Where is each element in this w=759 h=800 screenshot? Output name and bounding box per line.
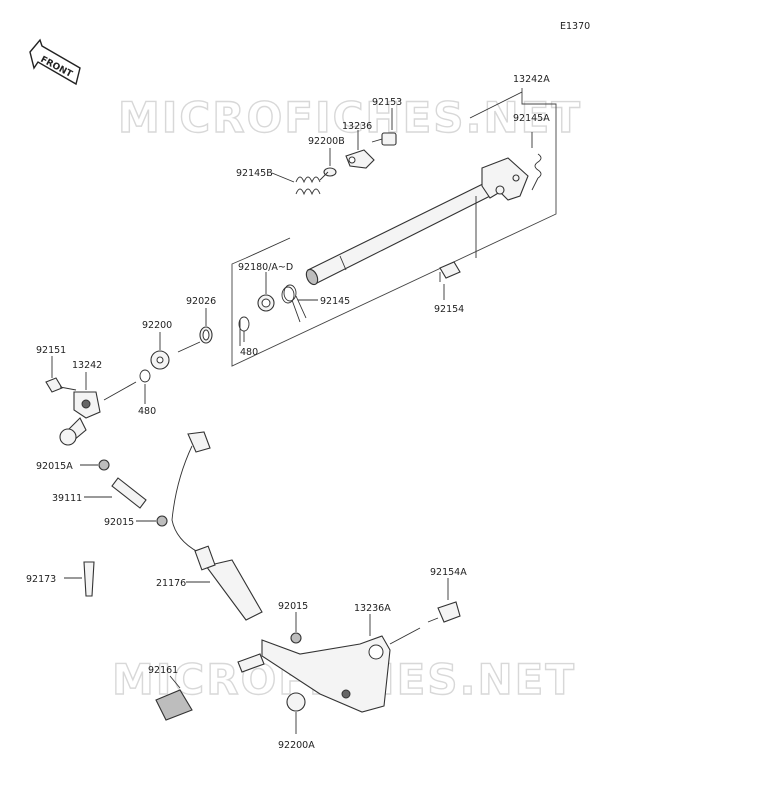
shift-pedal-13236A (261, 614, 391, 713)
bolt-92151 (45, 356, 77, 393)
rubber-peg-92161 (155, 653, 265, 721)
part-label: 92200B (308, 136, 345, 147)
part-label: 92153 (372, 97, 402, 108)
part-label: 39111 (52, 493, 82, 504)
part-label: 13242 (72, 360, 102, 371)
part-label: 92180/A~D (238, 262, 293, 273)
nut-92015-lower (290, 612, 302, 644)
part-label: 92154A (430, 567, 467, 578)
part-label: 13236A (354, 603, 391, 614)
watermark-top: MICROFICHES.NET (118, 93, 582, 142)
spring-92145A (531, 153, 542, 191)
part-label: 480 (138, 406, 156, 417)
seal-92026 (199, 308, 213, 344)
switch-21176 (171, 431, 263, 621)
part-label: 13242A (513, 74, 550, 85)
assembly-outline (231, 88, 557, 367)
circlip-480-lower (139, 369, 151, 404)
part-label: 92151 (36, 345, 66, 356)
part-label: 92015 (278, 601, 308, 612)
washer-92200 (150, 332, 201, 370)
shift-shaft-arm (481, 157, 529, 201)
part-label: 92200 (142, 320, 172, 331)
washer-92200A (286, 692, 306, 734)
nut-92015-upper (136, 515, 168, 527)
tie-rod-39111 (84, 477, 147, 509)
diagram-code: E1370 (560, 21, 590, 32)
part-label: 92200A (278, 740, 315, 751)
spring-92145 (281, 284, 318, 323)
spring-92145B (271, 171, 329, 196)
part-label: 92145B (236, 168, 273, 179)
part-label: 92173 (26, 574, 56, 585)
leader (469, 91, 523, 119)
lever-13236 (345, 130, 375, 169)
part-label: 92026 (186, 296, 216, 307)
nut-92015A (80, 459, 110, 471)
part-label: 92161 (148, 665, 178, 676)
bolt-92154 (439, 196, 477, 300)
part-label: 92145A (513, 113, 550, 124)
part-label: 92154 (434, 304, 464, 315)
bolt-92154A (389, 578, 461, 645)
part-label: 92015A (36, 461, 73, 472)
shift-shaft (305, 177, 503, 286)
part-label: 13236 (342, 121, 372, 132)
cotter-pin-92173 (64, 561, 95, 597)
part-label: 480 (240, 347, 258, 358)
part-label: 92145 (320, 296, 350, 307)
part-label: 92015 (104, 517, 134, 528)
washer-92200B (323, 148, 337, 177)
bolt-92153 (371, 108, 397, 146)
front-arrow-icon: FRONT (29, 38, 81, 86)
collar-92180 (257, 272, 275, 312)
circlip-480-upper (238, 316, 250, 342)
shift-lever-13242 (59, 372, 137, 446)
part-label: 21176 (156, 578, 186, 589)
